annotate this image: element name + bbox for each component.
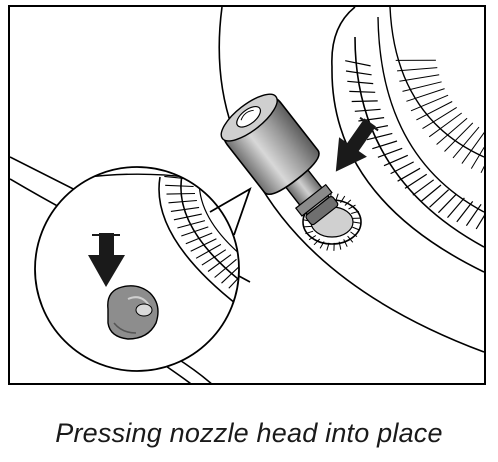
ridge-line: [437, 193, 457, 214]
ridge-line: [420, 184, 442, 202]
ridge-line: [201, 249, 227, 266]
ridge-line: [335, 193, 339, 202]
ridge-line: [452, 126, 480, 159]
ridge-line: [190, 238, 217, 252]
ridge-line: [475, 215, 484, 230]
ridge-line: [465, 203, 482, 227]
ridge-line: [326, 242, 330, 251]
ridge-line: [177, 220, 206, 229]
ridge-line: [214, 258, 237, 278]
ridge-line: [345, 60, 371, 67]
ridge-line: [436, 117, 468, 145]
ridge-line: [397, 67, 438, 72]
ridge-line: [348, 204, 356, 210]
ridge-line: [366, 132, 393, 141]
magnifier-callout: [34, 159, 252, 372]
ridge-line: [412, 179, 435, 196]
press-direction-arrow-icon: [335, 116, 379, 172]
burner-ring: [331, 7, 484, 273]
ridge-line: [390, 161, 414, 175]
ridge-line: [456, 201, 474, 223]
ridge-line: [344, 199, 352, 206]
ridge-line: [308, 235, 317, 241]
ridge-line: [397, 167, 421, 182]
ridge-line: [349, 90, 376, 93]
ridge-line: [352, 226, 360, 231]
illustration-frame: [8, 5, 486, 385]
ridge-line: [372, 140, 398, 150]
ridge-line: [377, 147, 403, 158]
ridge-line: [470, 146, 484, 169]
ridge-line: [207, 254, 232, 272]
figure-caption: Pressing nozzle head into place: [55, 418, 443, 448]
ridge-line: [354, 108, 381, 112]
ridge-line: [340, 195, 346, 204]
ridge-line: [168, 199, 197, 204]
ridge-line: [402, 81, 442, 92]
ridge-line: [461, 131, 484, 164]
ridge-line: [406, 88, 445, 102]
ridge-line: [410, 94, 449, 112]
ridge-line: [181, 226, 209, 237]
ridge-line: [399, 74, 440, 82]
ridge-line: [351, 210, 360, 214]
ridge-line: [221, 263, 239, 284]
ridge-line: [165, 184, 194, 188]
ridge-line: [195, 243, 222, 259]
ridge-line: [383, 154, 409, 167]
ridge-line: [352, 221, 362, 224]
ridge-line: [228, 267, 239, 289]
ridge-line: [350, 231, 358, 238]
nozzle-head: [220, 93, 339, 226]
ridge-line: [170, 206, 200, 212]
ridge-line: [416, 101, 453, 121]
ridge-line: [164, 159, 192, 165]
ridge-line: [347, 80, 374, 85]
ridge-line: [303, 225, 312, 228]
ridge-line: [343, 239, 348, 247]
ridge-line: [429, 189, 450, 208]
ridge-line: [166, 192, 196, 195]
ridge-line: [404, 173, 428, 189]
ridge-line: [444, 122, 474, 152]
ridge-line: [345, 70, 372, 76]
ridge-line: [173, 213, 202, 221]
ridge-line: [422, 106, 457, 130]
ridge-line: [347, 235, 354, 243]
ridge-line: [480, 165, 484, 174]
ridge-line: [319, 241, 325, 249]
illustration: [10, 7, 484, 383]
press-direction-arrow-icon: [88, 233, 125, 287]
ridge-line: [185, 232, 213, 245]
ridge-line: [428, 112, 462, 138]
ridge-line: [447, 197, 465, 218]
ridge-line: [305, 230, 314, 235]
ridge-line: [313, 238, 321, 246]
ridge-line: [351, 100, 378, 103]
ridge-line: [338, 241, 342, 250]
